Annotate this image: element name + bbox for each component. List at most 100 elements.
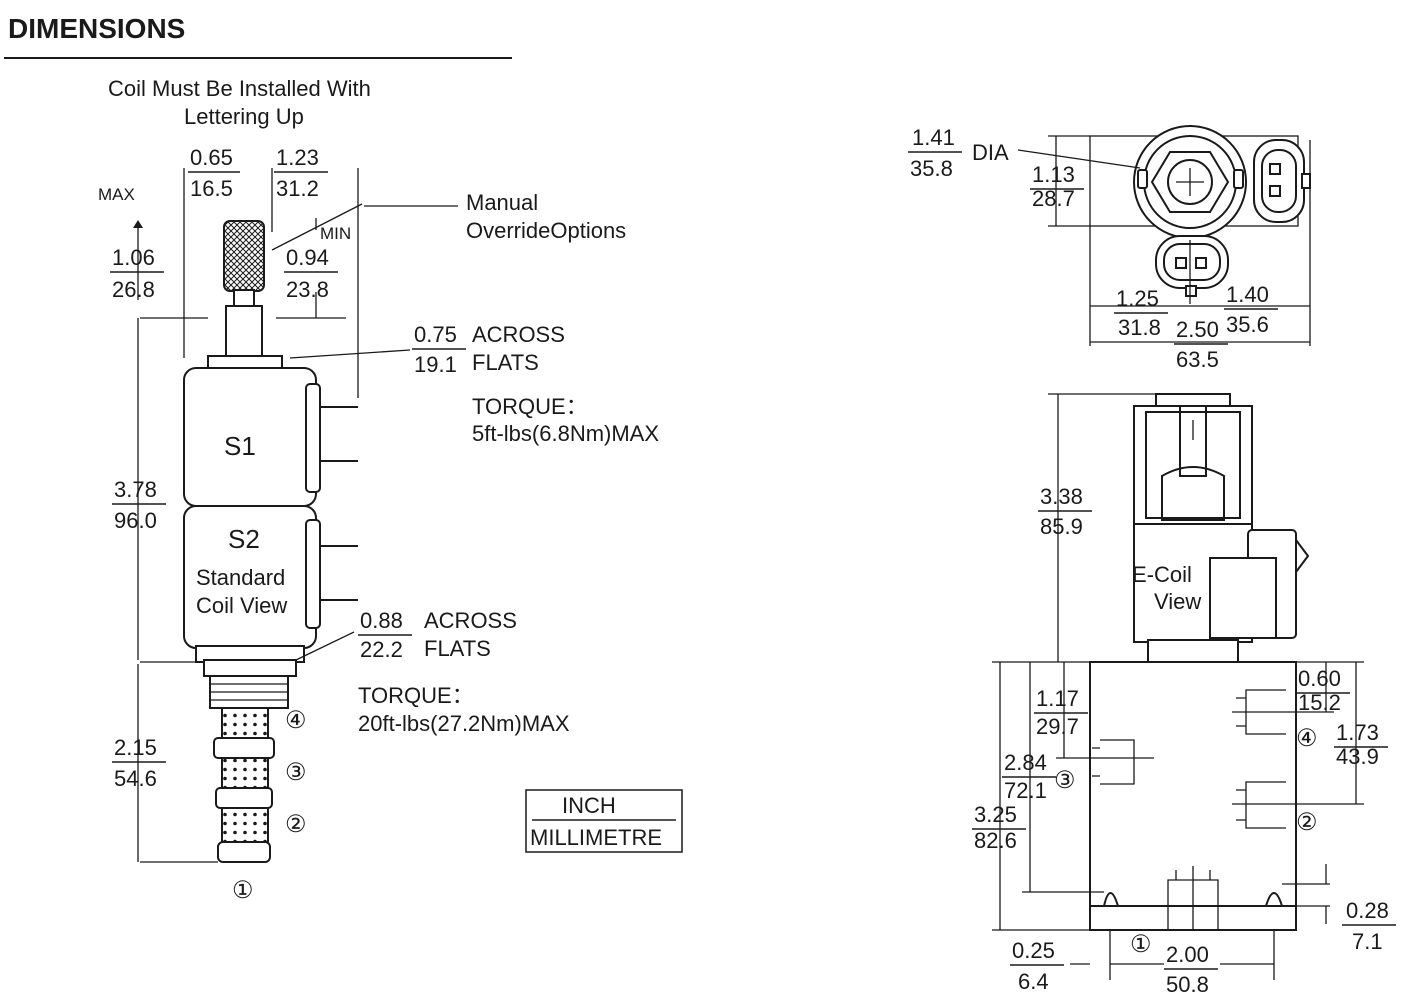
svg-text:63.5: 63.5 (1176, 347, 1219, 372)
cartridge-side-view: Coil Must Be Installed With Lettering Up… (98, 76, 659, 904)
torque-2-label: TORQUE： (358, 683, 474, 708)
svg-text:FLATS: FLATS (424, 636, 491, 661)
manifold-port-2-label: ② (1296, 809, 1318, 836)
coil-s2-label: S2 (228, 524, 260, 554)
manifold-port-1-label: ① (1130, 931, 1152, 958)
port-section-2 (221, 807, 269, 843)
svg-text:29.7: 29.7 (1036, 714, 1079, 739)
manual-override-knob (223, 220, 265, 292)
svg-text:1.73: 1.73 (1336, 720, 1379, 745)
dim-0-25: 0.25 6.4 (1010, 938, 1064, 994)
svg-text:35.6: 35.6 (1226, 312, 1269, 337)
dim-2-00: 2.00 50.8 (1164, 942, 1218, 997)
svg-text:85.9: 85.9 (1040, 514, 1083, 539)
port-4-label: ④ (285, 707, 307, 734)
standard-coil-view-line2: Coil View (196, 593, 287, 618)
dim-0-94: 0.94 23.8 (284, 245, 338, 302)
coil-s2-connector (305, 519, 321, 629)
svg-text:23.8: 23.8 (286, 277, 329, 302)
e-coil-connector (1209, 557, 1277, 639)
svg-text:3.38: 3.38 (1040, 484, 1083, 509)
coil-install-note-line2: Lettering Up (184, 104, 304, 129)
dim-3-38: 3.38 85.9 (1038, 484, 1092, 539)
svg-text:1.40: 1.40 (1226, 282, 1269, 307)
svg-text:2.84: 2.84 (1004, 750, 1047, 775)
svg-text:1.23: 1.23 (276, 145, 319, 170)
dim-2-84: 2.84 72.1 (1002, 750, 1056, 803)
svg-text:0.28: 0.28 (1346, 898, 1389, 923)
port-1-label: ① (232, 877, 254, 904)
dim-0-88-across-flats: 0.88 22.2 ACROSS FLATS (358, 608, 517, 662)
dim-1-13: 1.13 28.7 (1030, 162, 1084, 211)
svg-text:16.5: 16.5 (190, 176, 233, 201)
nose-ring (217, 841, 271, 863)
svg-text:31.8: 31.8 (1118, 315, 1161, 340)
dim-3-25: 3.25 82.6 (972, 802, 1026, 853)
dim-2-50: 2.50 63.5 (1174, 317, 1228, 372)
legend-inch: INCH (562, 793, 616, 818)
svg-text:6.4: 6.4 (1018, 969, 1049, 994)
manifold-port-4-label: ④ (1296, 725, 1318, 752)
svg-text:1.06: 1.06 (112, 245, 155, 270)
e-coil-front-view: E-Coil View ④ ③ ② ① (972, 393, 1396, 997)
dim-0-28: 0.28 7.1 (1342, 898, 1396, 954)
seal-ring-upper (213, 737, 275, 759)
port-section-3 (221, 757, 269, 789)
hex-flange (203, 659, 297, 677)
svg-text:0.25: 0.25 (1012, 938, 1055, 963)
torque-1-value: 5ft-lbs(6.8Nm)MAX (472, 421, 659, 446)
manual-override-label-line1: Manual (466, 190, 538, 215)
svg-text:DIA: DIA (972, 140, 1009, 165)
e-coil-view-line2: View (1154, 589, 1201, 614)
svg-text:2.00: 2.00 (1166, 942, 1209, 967)
svg-text:3.78: 3.78 (114, 477, 157, 502)
coil-s1-connector (305, 383, 321, 493)
port-2-label: ② (285, 811, 307, 838)
port-section-4 (221, 707, 269, 739)
dim-0-75-across-flats: 0.75 19.1 ACROSS FLATS (412, 322, 565, 377)
manifold-port-3-label: ③ (1054, 767, 1076, 794)
dim-0-60: 0.60 15.2 (1296, 666, 1350, 715)
svg-text:0.60: 0.60 (1298, 666, 1341, 691)
svg-text:ACROSS: ACROSS (424, 608, 517, 633)
svg-text:7.1: 7.1 (1352, 929, 1383, 954)
svg-text:ACROSS: ACROSS (472, 322, 565, 347)
seal-ring-middle (215, 787, 273, 809)
coil-install-note-line1: Coil Must Be Installed With (108, 76, 371, 101)
coil-base-nut (1147, 639, 1239, 663)
dim-1-17: 1.17 29.7 (1034, 686, 1088, 739)
svg-text:2.15: 2.15 (114, 735, 157, 760)
units-legend: INCH MILLIMETRE (525, 789, 683, 853)
svg-text:2.50: 2.50 (1176, 317, 1219, 342)
page-title: DIMENSIONS (8, 13, 185, 44)
port-3-label: ③ (285, 759, 307, 786)
svg-text:50.8: 50.8 (1166, 972, 1209, 997)
svg-text:31.2: 31.2 (276, 176, 319, 201)
standard-coil-view-line1: Standard (196, 565, 285, 590)
svg-text:35.8: 35.8 (910, 156, 953, 181)
dim-1-06: 1.06 26.8 (110, 245, 164, 302)
svg-text:96.0: 96.0 (114, 508, 157, 533)
svg-text:0.75: 0.75 (414, 322, 457, 347)
svg-text:72.1: 72.1 (1004, 778, 1047, 803)
svg-text:0.88: 0.88 (360, 608, 403, 633)
legend-millimetre: MILLIMETRE (530, 825, 662, 850)
torque-1-label: TORQUE： (472, 394, 588, 419)
dim-1-25: 1.25 31.8 (1114, 286, 1168, 340)
svg-text:1.13: 1.13 (1032, 162, 1075, 187)
svg-text:1.25: 1.25 (1116, 286, 1159, 311)
override-body (225, 305, 263, 359)
svg-text:1.41: 1.41 (912, 125, 955, 150)
svg-text:0.94: 0.94 (286, 245, 329, 270)
svg-text:54.6: 54.6 (114, 766, 157, 791)
svg-text:19.1: 19.1 (414, 352, 457, 377)
coil-s1-label: S1 (224, 431, 256, 461)
top-view: 1.41 35.8 DIA 1.13 28.7 1.25 31.8 1.40 3… (908, 125, 1311, 372)
dim-3-78: 3.78 96.0 (112, 477, 166, 533)
dim-1-23: 1.23 31.2 (274, 145, 328, 201)
svg-text:26.8: 26.8 (112, 277, 155, 302)
svg-text:22.2: 22.2 (360, 637, 403, 662)
min-label: MIN (320, 224, 351, 243)
torque-2-value: 20ft-lbs(27.2Nm)MAX (358, 711, 570, 736)
